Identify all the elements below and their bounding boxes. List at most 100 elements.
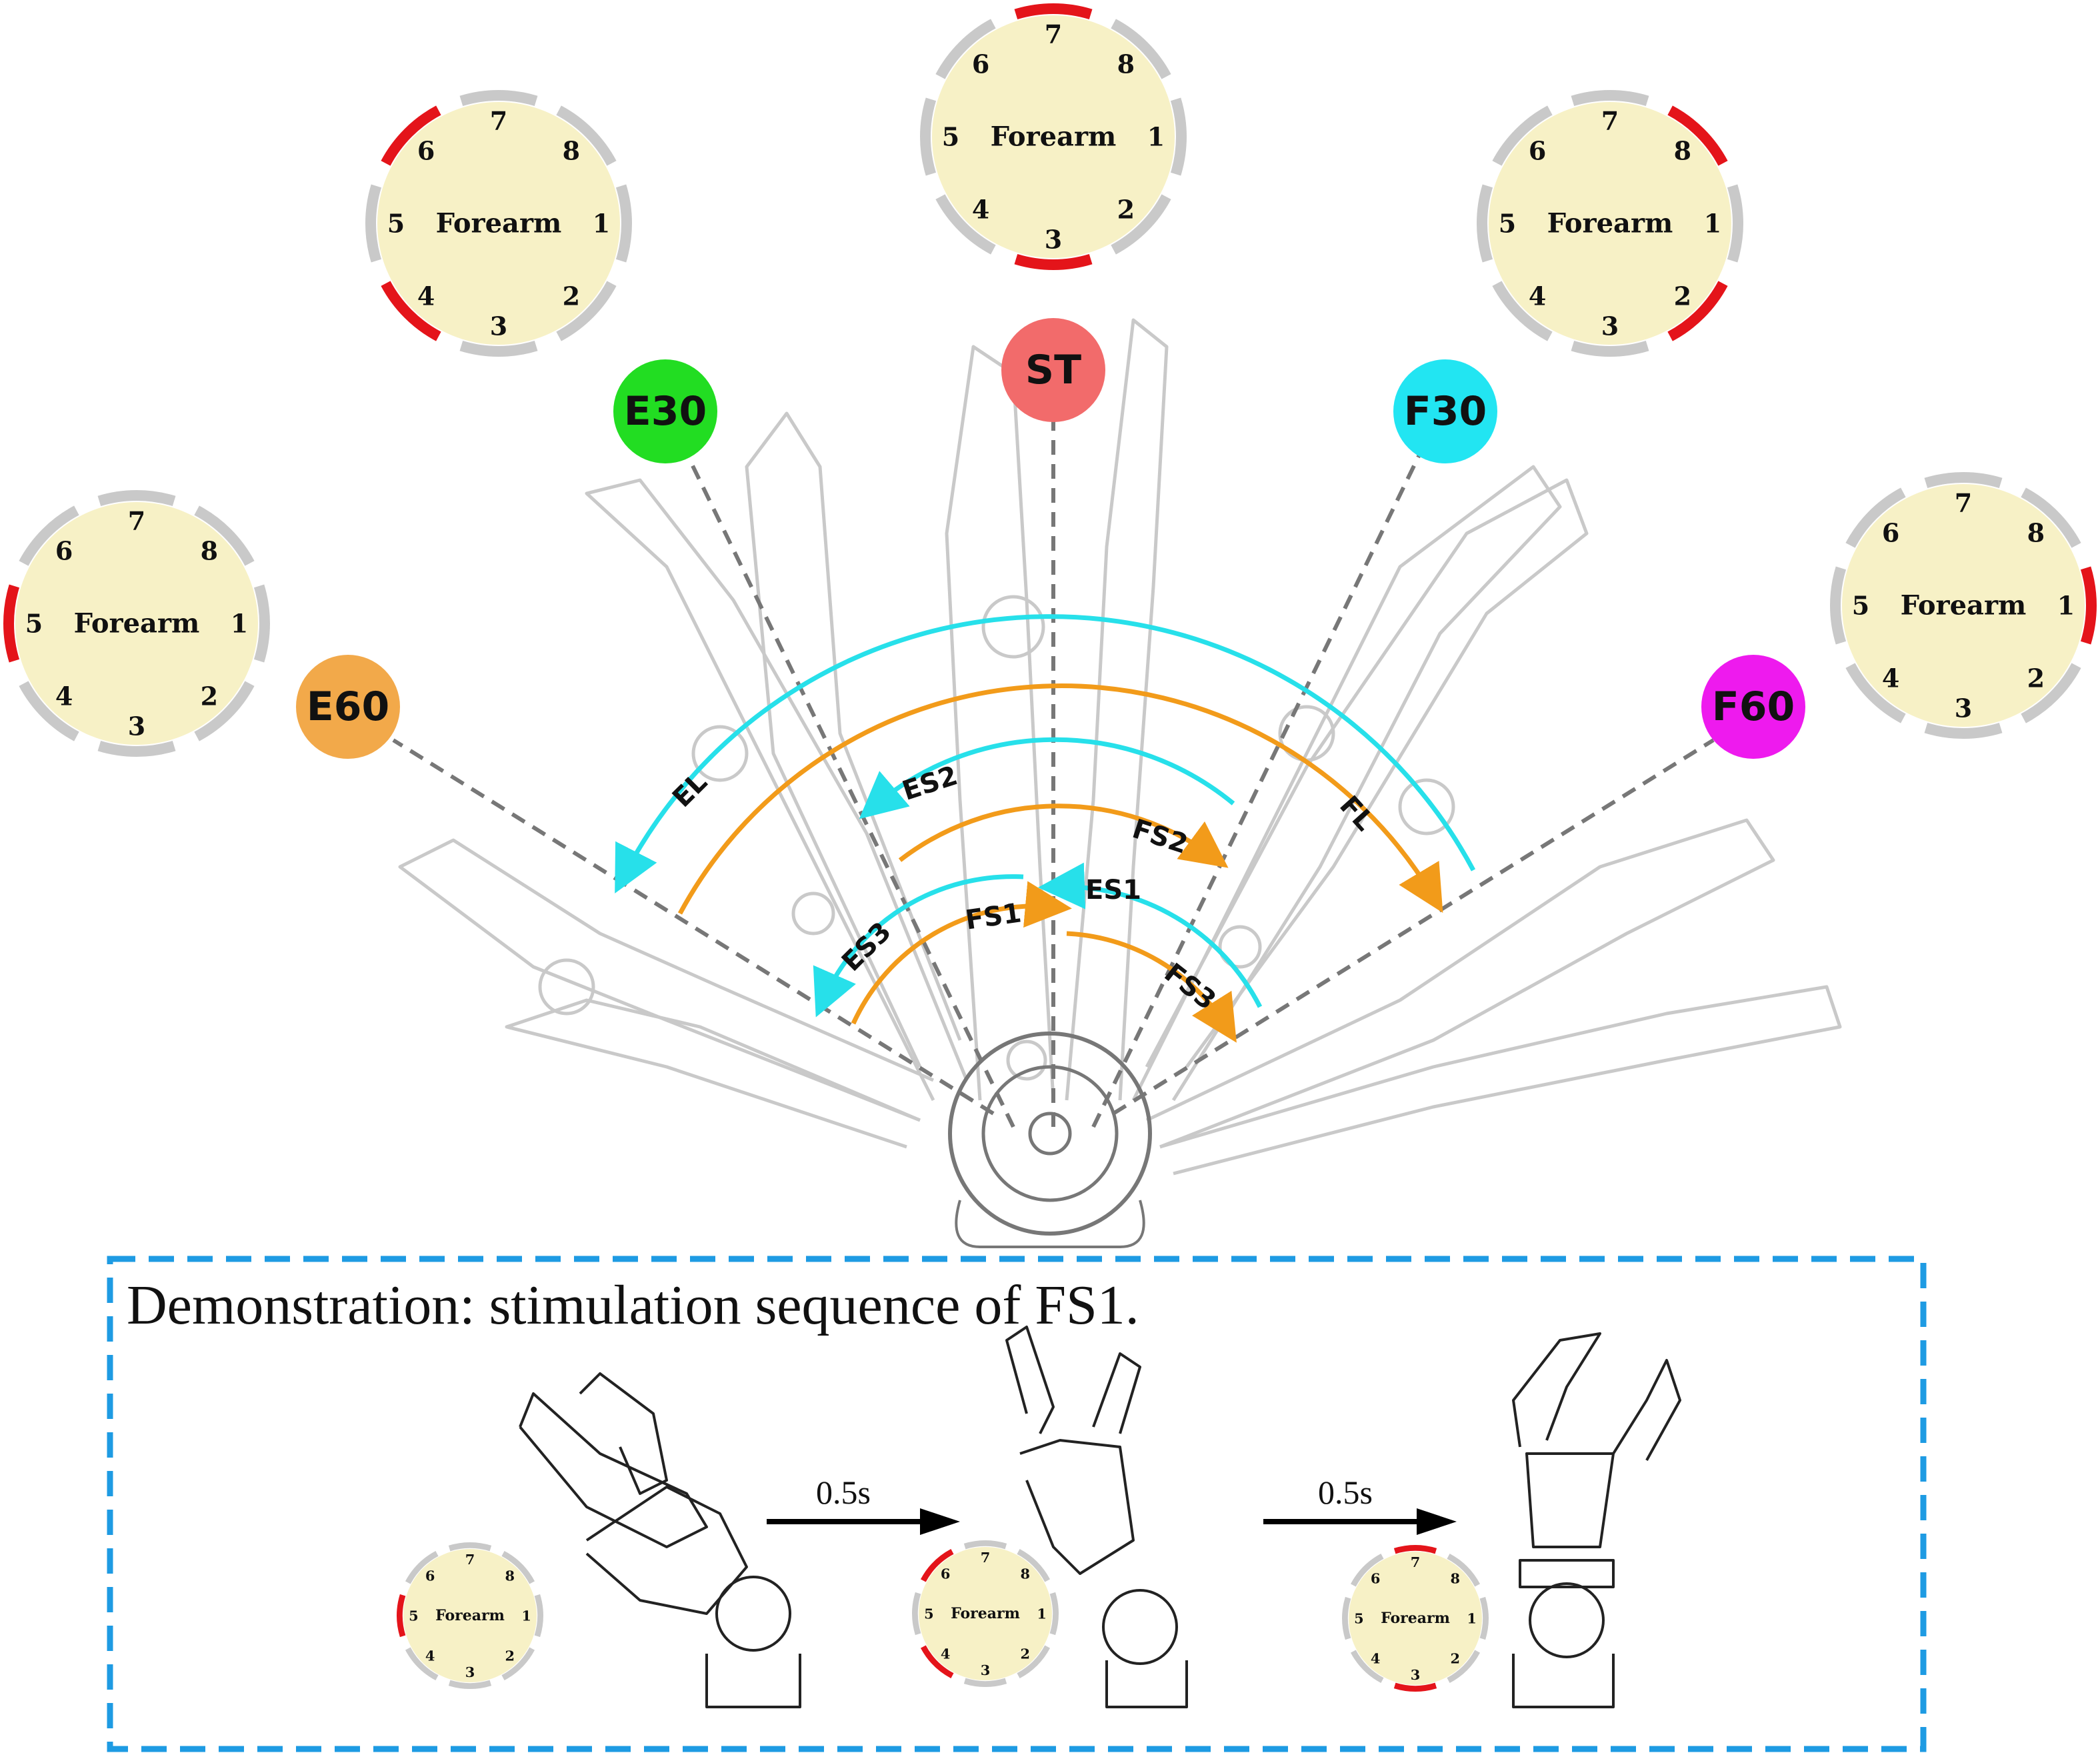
arc-fs3 bbox=[1066, 931, 1237, 1043]
demo-border bbox=[107, 1256, 1927, 1752]
demo-dial-3-segment-7 bbox=[1393, 1545, 1437, 1554]
dial-st-segment-3 bbox=[1014, 253, 1093, 270]
dial-f60-number-4: 4 bbox=[1882, 663, 1899, 693]
dial-f30-segment-6 bbox=[1492, 105, 1553, 166]
demo-dial-3-segment-6 bbox=[1350, 1553, 1384, 1587]
ray-e60 bbox=[392, 738, 995, 1116]
dial-e30-number-4: 4 bbox=[417, 281, 435, 311]
ray-e30 bbox=[685, 452, 1015, 1128]
dial-e30-segment-1 bbox=[615, 184, 632, 263]
dial-f60-number-3: 3 bbox=[1955, 693, 1972, 723]
step-2-arrowhead bbox=[1417, 1508, 1457, 1535]
demo-dial-1-segment-8 bbox=[501, 1550, 535, 1584]
dial-e60-segment-7 bbox=[97, 490, 176, 507]
dial-f30-segment-2 bbox=[1667, 281, 1728, 341]
dial-f30-number-4: 4 bbox=[1529, 281, 1546, 311]
demo-dial-3-number-7: 7 bbox=[1411, 1554, 1421, 1570]
demo-dial-3-segment-3 bbox=[1393, 1682, 1437, 1692]
demo-dial-1-center-label: Forearm bbox=[435, 1607, 505, 1624]
dial-f30-segment-5 bbox=[1477, 184, 1493, 263]
dial-e60-center-label: Forearm bbox=[74, 608, 200, 639]
dial-st-number-5: 5 bbox=[942, 122, 959, 152]
dial-st-number-1: 1 bbox=[1147, 122, 1165, 152]
demo-hand-2 bbox=[1005, 1326, 1188, 1708]
demo-dial-3-segment-2 bbox=[1447, 1650, 1481, 1684]
dial-e60-segment-8 bbox=[194, 505, 255, 566]
dial-f30-segment-1 bbox=[1727, 184, 1743, 263]
dial-e30-number-7: 7 bbox=[490, 106, 507, 136]
arc-es1 bbox=[1038, 862, 1263, 1008]
position-labels: ST E30 F30 E60 F60 bbox=[296, 318, 1805, 759]
dial-f60-face bbox=[1842, 484, 2085, 727]
dial-f30-number-2: 2 bbox=[1674, 281, 1691, 311]
demo-dial-1-face bbox=[403, 1549, 537, 1682]
demo-dial-2-number-5: 5 bbox=[924, 1606, 934, 1622]
position-f30-badge bbox=[1393, 359, 1497, 463]
arc-es2 bbox=[859, 737, 1235, 819]
dial-st-segment-6 bbox=[935, 19, 996, 79]
dial-f30-segment-8 bbox=[1667, 105, 1728, 166]
dial-st-number-6: 6 bbox=[972, 49, 989, 79]
dial-f60-segment-1 bbox=[2080, 566, 2097, 645]
dial-f60-segment-6 bbox=[1845, 487, 1906, 548]
position-e60-label: E60 bbox=[307, 683, 389, 730]
dial-e60-segment-5 bbox=[3, 584, 20, 663]
dial-f60-segment-7 bbox=[1924, 472, 2003, 489]
demo-dial-2-center-label: Forearm bbox=[951, 1605, 1020, 1622]
arc-fl bbox=[677, 683, 1443, 915]
dial-e30-number-3: 3 bbox=[490, 311, 507, 341]
demo-dial-3-number-3: 3 bbox=[1411, 1666, 1421, 1683]
position-st-label: ST bbox=[1025, 347, 1081, 393]
demo-dial-3-number-1: 1 bbox=[1467, 1610, 1477, 1627]
position-st-badge bbox=[1001, 318, 1105, 422]
dial-st-number-4: 4 bbox=[972, 194, 989, 224]
demo-dial-2-face bbox=[919, 1547, 1052, 1680]
demo-panel: Demonstration: stimulation sequence of F… bbox=[107, 1256, 1927, 1752]
demo-dial-1-number-6: 6 bbox=[425, 1568, 435, 1584]
demo-dial-2-number-6: 6 bbox=[941, 1566, 951, 1582]
demo-dial-3-number-2: 2 bbox=[1451, 1650, 1461, 1666]
dial-f60-number-2: 2 bbox=[2027, 663, 2045, 693]
demo-dial-1-number-1: 1 bbox=[521, 1608, 531, 1624]
ray-f30 bbox=[1091, 452, 1422, 1128]
demo-dial-2-number-3: 3 bbox=[981, 1662, 991, 1678]
dial-e60-number-2: 2 bbox=[201, 681, 218, 711]
dial-f30-segment-3 bbox=[1571, 340, 1649, 357]
dial-e30-segment-3 bbox=[459, 340, 538, 357]
demo-dial-1-segment-1 bbox=[534, 1594, 543, 1638]
position-e30: E30 bbox=[613, 359, 717, 463]
demo-dial-3-number-6: 6 bbox=[1371, 1570, 1381, 1587]
dial-f30-face bbox=[1489, 102, 1731, 345]
demo-dial-3-number-5: 5 bbox=[1354, 1610, 1364, 1627]
demo-dial-1-number-8: 8 bbox=[505, 1568, 515, 1584]
dial-st-center-label: Forearm bbox=[991, 121, 1117, 153]
dial-f60-number-6: 6 bbox=[1882, 518, 1899, 548]
demo-dial-2-number-1: 1 bbox=[1037, 1606, 1047, 1622]
dial-st-segment-1 bbox=[1170, 97, 1187, 176]
dial-e60-number-6: 6 bbox=[55, 536, 73, 566]
demo-dial-2-number-8: 8 bbox=[1021, 1566, 1031, 1582]
dial-st-segment-4 bbox=[935, 194, 996, 255]
position-f30: F30 bbox=[1393, 359, 1497, 463]
dial-st-number-7: 7 bbox=[1045, 19, 1062, 49]
dial-e30-number-1: 1 bbox=[593, 209, 610, 239]
arc-fs2 bbox=[898, 803, 1229, 868]
dial-f60-segment-4 bbox=[1845, 663, 1906, 723]
dial-e30-segment-7 bbox=[459, 90, 538, 107]
arc-label-es2: ES2 bbox=[899, 760, 961, 807]
dial-e30-number-5: 5 bbox=[387, 209, 405, 239]
demo-step-1: 0.5s bbox=[767, 1474, 960, 1535]
demo-hand-3 bbox=[1512, 1332, 1681, 1708]
demo-dial-3-center-label: Forearm bbox=[1381, 1610, 1450, 1627]
dial-e60-segment-3 bbox=[97, 740, 176, 757]
dial-e60-number-8: 8 bbox=[201, 536, 218, 566]
dial-f30-number-5: 5 bbox=[1499, 209, 1516, 239]
dial-e30-segment-2 bbox=[556, 281, 617, 341]
dial-st-segment-2 bbox=[1111, 194, 1171, 255]
